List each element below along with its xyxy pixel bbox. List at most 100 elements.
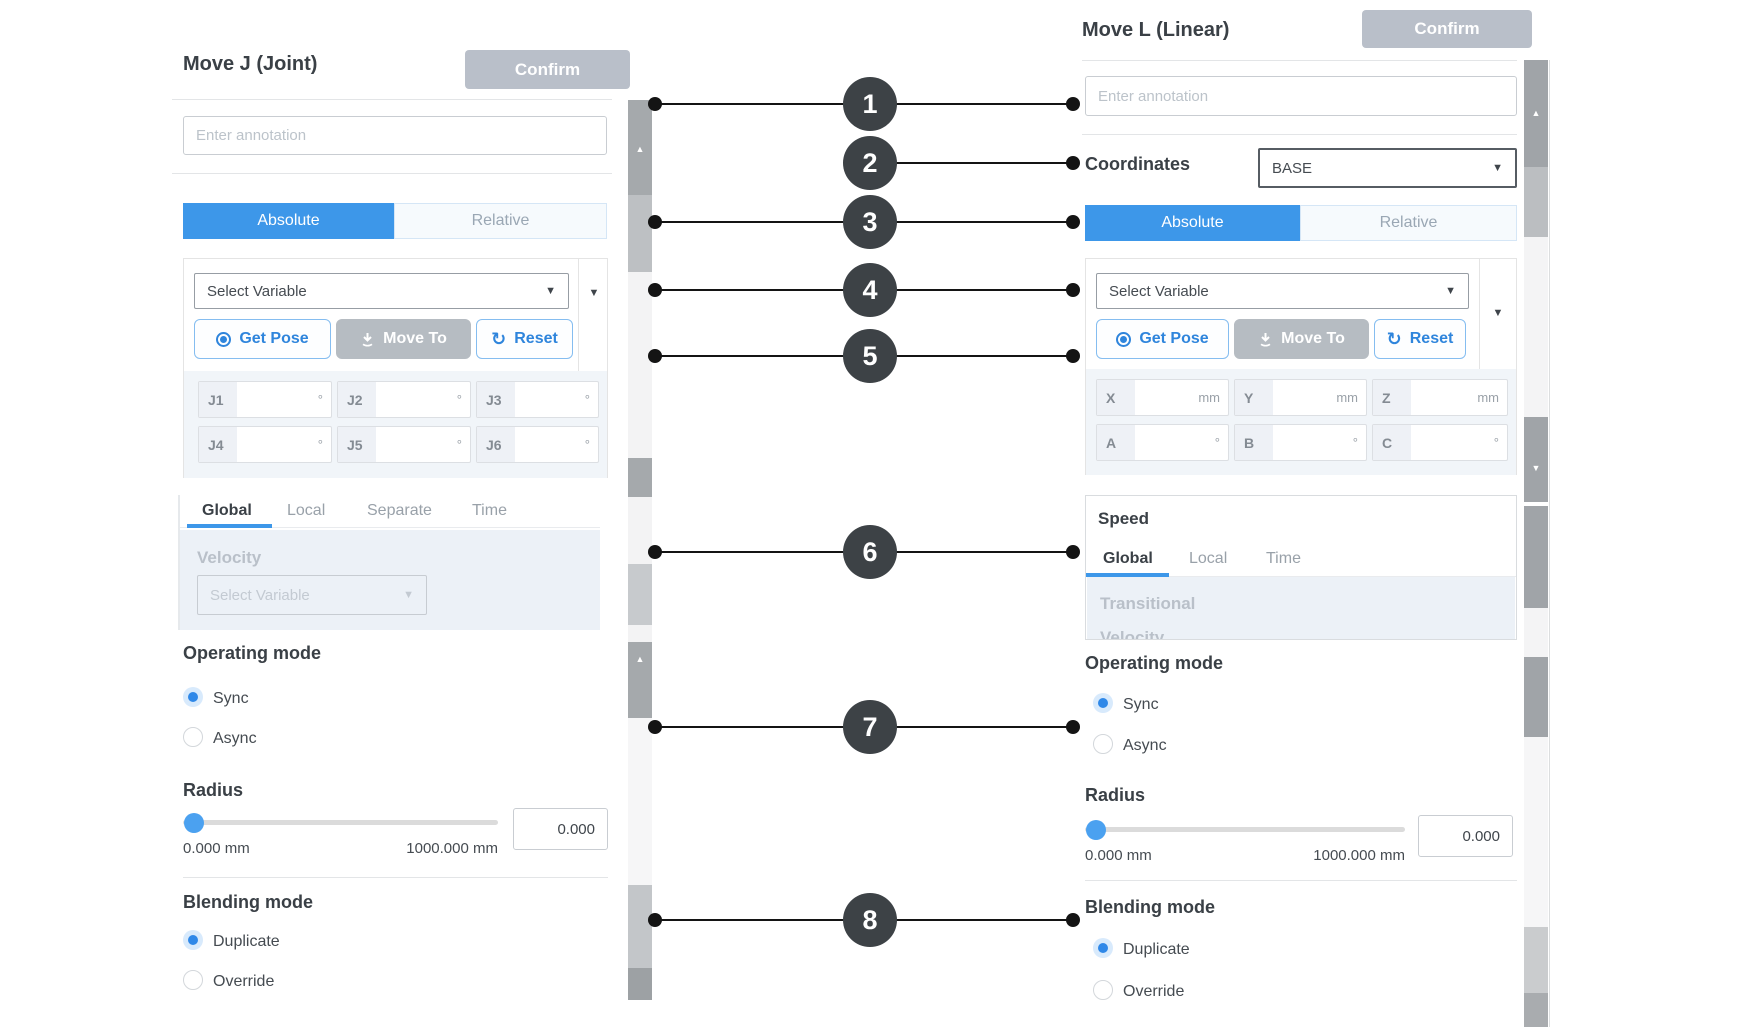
- movel-reset-button[interactable]: ↻ Reset: [1374, 319, 1466, 359]
- scrollbar-segment[interactable]: [628, 642, 652, 718]
- joint-input-j2[interactable]: J2 °: [337, 381, 471, 418]
- movej-variable-box: Select Variable ▼ ▼ Get Pose Move To ↻ R…: [183, 258, 608, 478]
- movej-sync-radio[interactable]: [183, 687, 203, 707]
- scrollbar-segment[interactable]: [1524, 927, 1548, 993]
- movej-confirm-button[interactable]: Confirm: [465, 50, 630, 89]
- joint-input-j3[interactable]: J3 °: [476, 381, 599, 418]
- scrollbar-segment[interactable]: [628, 100, 652, 195]
- movej-radius-heading: Radius: [183, 780, 244, 800]
- chevron-down-icon: ▼: [1445, 285, 1456, 297]
- movel-radius-min: 0.000 mm: [1085, 847, 1152, 864]
- movel-tab-absolute[interactable]: Absolute: [1085, 205, 1300, 241]
- movel-confirm-button[interactable]: Confirm: [1362, 10, 1532, 48]
- movel-radius-slider-track[interactable]: [1085, 827, 1405, 832]
- expand-caret-icon[interactable]: ▼: [588, 287, 600, 299]
- divider: [172, 99, 612, 100]
- movel-async-radio[interactable]: [1093, 734, 1113, 754]
- scrollbar-segment[interactable]: [628, 564, 652, 625]
- movej-radius-slider-thumb[interactable]: [184, 813, 204, 833]
- pose-input-y[interactable]: Y mm: [1234, 379, 1367, 416]
- movej-speed-tab-separate[interactable]: Separate: [367, 502, 432, 519]
- scrollbar-segment[interactable]: [1524, 417, 1548, 502]
- movej-duplicate-radio[interactable]: [183, 930, 203, 950]
- joint-input-j5[interactable]: J5 °: [337, 426, 471, 463]
- movej-annotation-input[interactable]: [183, 116, 607, 155]
- pose-input-b[interactable]: B °: [1234, 424, 1367, 461]
- scrollbar-segment[interactable]: [1524, 167, 1548, 237]
- pose-input-z[interactable]: Z mm: [1372, 379, 1508, 416]
- radio-dot: [1098, 943, 1108, 953]
- scrollbar-segment[interactable]: [628, 195, 652, 272]
- scrollbar-segment[interactable]: [1524, 60, 1548, 167]
- movej-tab-relative[interactable]: Relative: [394, 203, 607, 239]
- scrollbar-segment[interactable]: [628, 885, 652, 968]
- movej-get-pose-button[interactable]: Get Pose: [194, 319, 331, 359]
- pose-input-x[interactable]: X mm: [1096, 379, 1229, 416]
- movel-coordinates-select[interactable]: BASE ▼: [1258, 148, 1517, 188]
- movel-move-to-button[interactable]: Move To: [1234, 319, 1369, 359]
- movel-variable-select[interactable]: Select Variable ▼: [1096, 273, 1469, 309]
- field-unit: °: [456, 392, 462, 407]
- movel-get-pose-button[interactable]: Get Pose: [1096, 319, 1229, 359]
- movel-variable-box: Select Variable ▼ ▼ Get Pose Move To ↻ R…: [1085, 258, 1517, 475]
- movej-tab-absolute[interactable]: Absolute: [183, 203, 394, 239]
- expand-caret-icon[interactable]: ▼: [1492, 307, 1504, 319]
- joint-input-j4[interactable]: J4 °: [198, 426, 332, 463]
- field-unit: °: [584, 437, 590, 452]
- movel-speed-tab-local[interactable]: Local: [1189, 550, 1228, 567]
- movej-speed-tab-global[interactable]: Global: [202, 502, 252, 519]
- scrollbar-track[interactable]: [628, 718, 652, 885]
- movej-async-radio[interactable]: [183, 727, 203, 747]
- joint-input-j6[interactable]: J6 °: [476, 426, 599, 463]
- callout-badge-7: 7: [843, 700, 897, 754]
- joint-input-j1[interactable]: J1 °: [198, 381, 332, 418]
- scrollbar-track[interactable]: [628, 625, 652, 642]
- scrollbar-segment[interactable]: [628, 458, 652, 497]
- movej-velocity-select[interactable]: Select Variable ▼: [197, 575, 427, 615]
- movel-speed-tab-time[interactable]: Time: [1266, 550, 1301, 567]
- movej-reset-button[interactable]: ↻ Reset: [476, 319, 573, 359]
- movej-move-to-button[interactable]: Move To: [336, 319, 471, 359]
- scrollbar-segment[interactable]: [628, 968, 652, 1000]
- reset-icon: ↻: [491, 329, 507, 349]
- movej-radius-min: 0.000 mm: [183, 840, 250, 857]
- movel-duplicate-radio[interactable]: [1093, 938, 1113, 958]
- movel-tab-relative[interactable]: Relative: [1300, 205, 1517, 241]
- movej-speed-tab-time[interactable]: Time: [472, 502, 507, 519]
- movel-radius-slider-thumb[interactable]: [1086, 820, 1106, 840]
- get-pose-label: Get Pose: [239, 330, 309, 347]
- movel-radius-heading: Radius: [1085, 785, 1146, 805]
- movej-radius-value-input[interactable]: [513, 808, 608, 850]
- field-label: A: [1097, 425, 1135, 460]
- field-unit: °: [1214, 435, 1220, 450]
- movel-override-radio[interactable]: [1093, 980, 1113, 1000]
- movel-sync-radio[interactable]: [1093, 693, 1113, 713]
- movej-duplicate-label: Duplicate: [213, 933, 280, 950]
- callout-dot: [1066, 349, 1080, 363]
- movej-radius-slider-track[interactable]: [183, 820, 498, 825]
- chevron-down-icon: ▼: [1492, 162, 1503, 174]
- scrollbar-track[interactable]: [1524, 608, 1548, 657]
- movel-radius-value-input[interactable]: [1418, 815, 1513, 857]
- active-tab-underline: [1086, 573, 1169, 577]
- divider: [1082, 60, 1517, 61]
- movej-speed-tab-local[interactable]: Local: [287, 502, 326, 519]
- movej-override-radio[interactable]: [183, 970, 203, 990]
- field-label: J4: [199, 427, 237, 462]
- movej-variable-select[interactable]: Select Variable ▼: [194, 273, 569, 309]
- pose-input-a[interactable]: A °: [1096, 424, 1229, 461]
- scrollbar-track[interactable]: [628, 272, 652, 458]
- field-unit: °: [317, 437, 323, 452]
- pose-input-c[interactable]: C °: [1372, 424, 1508, 461]
- scrollbar-track[interactable]: [1524, 237, 1548, 417]
- callout-badge-2: 2: [843, 136, 897, 190]
- callout-dot: [648, 97, 662, 111]
- scrollbar-segment[interactable]: [1524, 993, 1548, 1027]
- scrollbar-segment[interactable]: [1524, 657, 1548, 737]
- callout-dot: [648, 545, 662, 559]
- movel-annotation-input[interactable]: [1085, 76, 1517, 116]
- movel-speed-tab-global[interactable]: Global: [1103, 550, 1153, 567]
- scrollbar-track[interactable]: [1524, 737, 1548, 927]
- scrollbar-segment[interactable]: [1524, 506, 1548, 608]
